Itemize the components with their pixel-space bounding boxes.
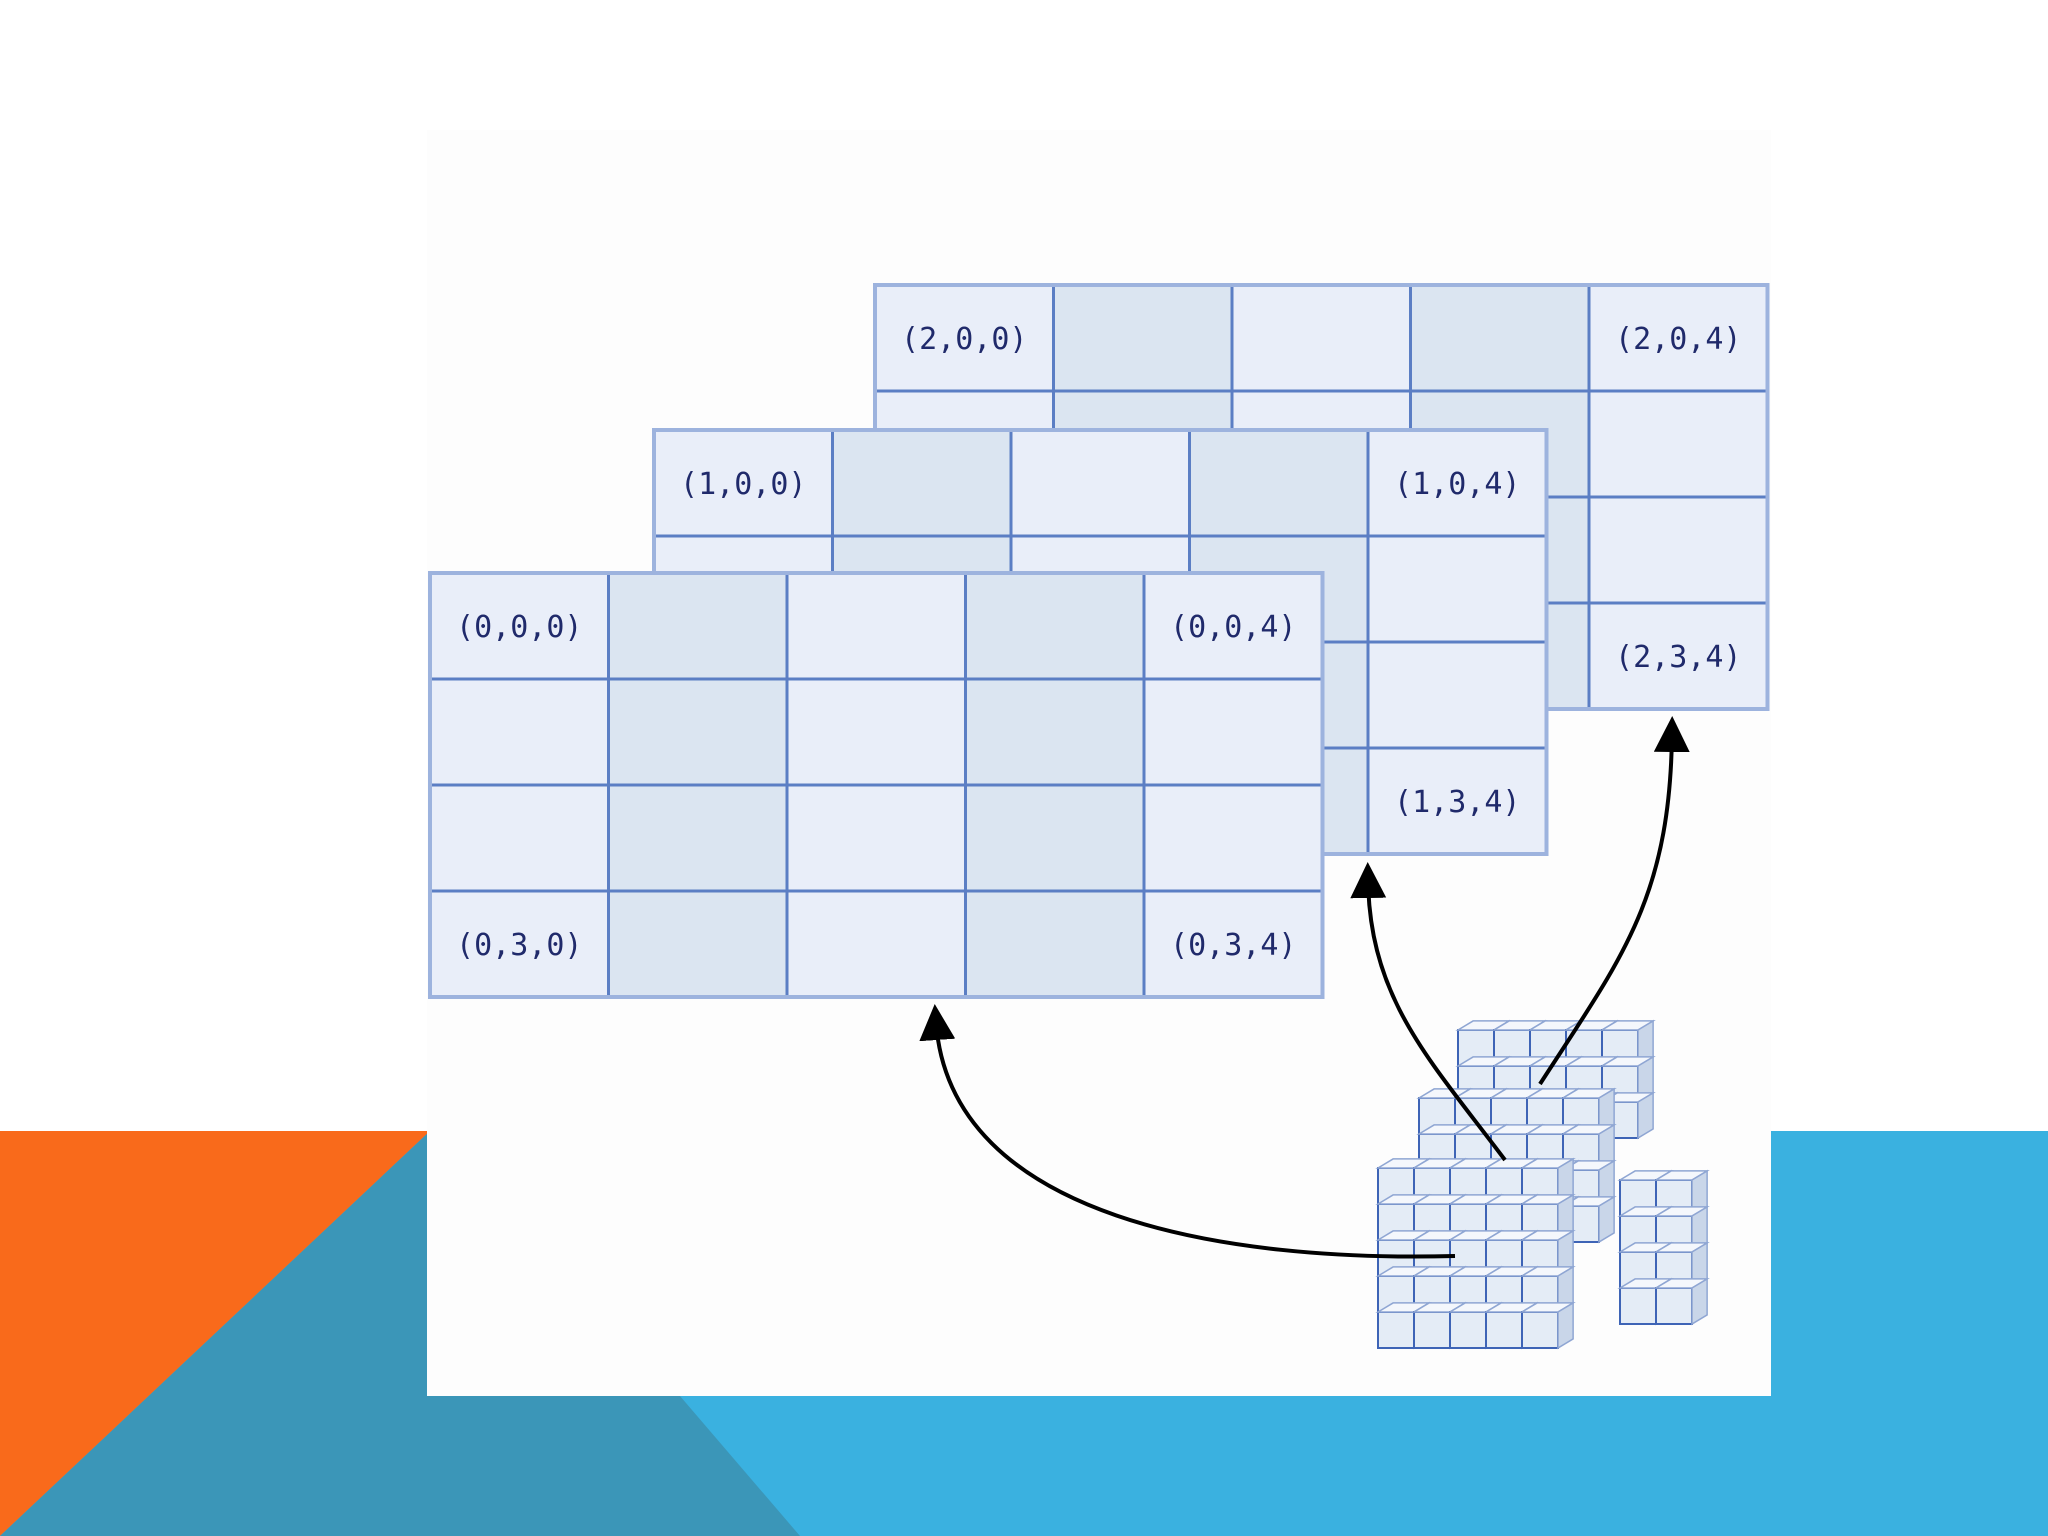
cell-label-top-left: (0,0,0) xyxy=(456,610,582,645)
grid-cell xyxy=(1366,746,1548,856)
grid-cell xyxy=(607,783,789,893)
grid-cell xyxy=(1142,889,1324,999)
grid-cell xyxy=(1230,283,1412,393)
grid-border xyxy=(428,571,1325,999)
cube-stack-icon xyxy=(1375,1019,1710,1350)
cell-label-bottom-left: (0,3,0) xyxy=(456,928,582,963)
grid-cell xyxy=(1188,428,1370,538)
cell-label-bottom-right: (0,3,4) xyxy=(1170,928,1296,963)
cell-label-top-right: (1,0,4) xyxy=(1394,467,1520,502)
grid-layer-0: (0,0,0) (0,0,4) (0,3,0) (0,3,4) xyxy=(428,571,1325,999)
grid-cell xyxy=(428,677,610,787)
teal-wedge xyxy=(0,1131,800,1536)
grid-cell xyxy=(785,889,967,999)
grid-cell xyxy=(1366,534,1548,644)
arrow-to-layer-1 xyxy=(1350,862,1507,1162)
grid-cell xyxy=(964,889,1146,999)
grid-cell xyxy=(964,677,1146,787)
grid-cell xyxy=(1587,495,1769,605)
arrow-to-layer-2 xyxy=(1538,716,1690,1086)
grid-cell xyxy=(831,428,1013,538)
grid-cell xyxy=(964,571,1146,681)
grid-cell xyxy=(1142,677,1324,787)
cell-label-top-left: (2,0,0) xyxy=(901,322,1027,357)
grid-cell xyxy=(785,783,967,893)
grid-cell xyxy=(785,677,967,787)
grid-cell xyxy=(1142,783,1324,893)
grid-cell xyxy=(428,783,610,893)
grid-cell xyxy=(1587,389,1769,499)
grid-cell xyxy=(607,571,789,681)
arrow-to-layer-0 xyxy=(919,1004,1456,1259)
grid-cell xyxy=(964,783,1146,893)
grid-cell xyxy=(1587,283,1769,393)
grid-cell xyxy=(785,571,967,681)
grid-cell xyxy=(1052,283,1234,393)
grid-cell xyxy=(607,889,789,999)
grid-cell xyxy=(607,677,789,787)
cell-label-bottom-right: (2,3,4) xyxy=(1615,640,1741,675)
cell-label-bottom-right: (1,3,4) xyxy=(1394,785,1520,820)
grid-cell xyxy=(1009,428,1191,538)
cell-label-top-right: (2,0,4) xyxy=(1615,322,1741,357)
grid-cell xyxy=(1366,428,1548,538)
grid-cell xyxy=(1409,283,1591,393)
cell-label-top-left: (1,0,0) xyxy=(680,467,806,502)
grid-cell xyxy=(1366,640,1548,750)
grid-cell xyxy=(1142,571,1324,681)
cell-label-top-right: (0,0,4) xyxy=(1170,610,1296,645)
